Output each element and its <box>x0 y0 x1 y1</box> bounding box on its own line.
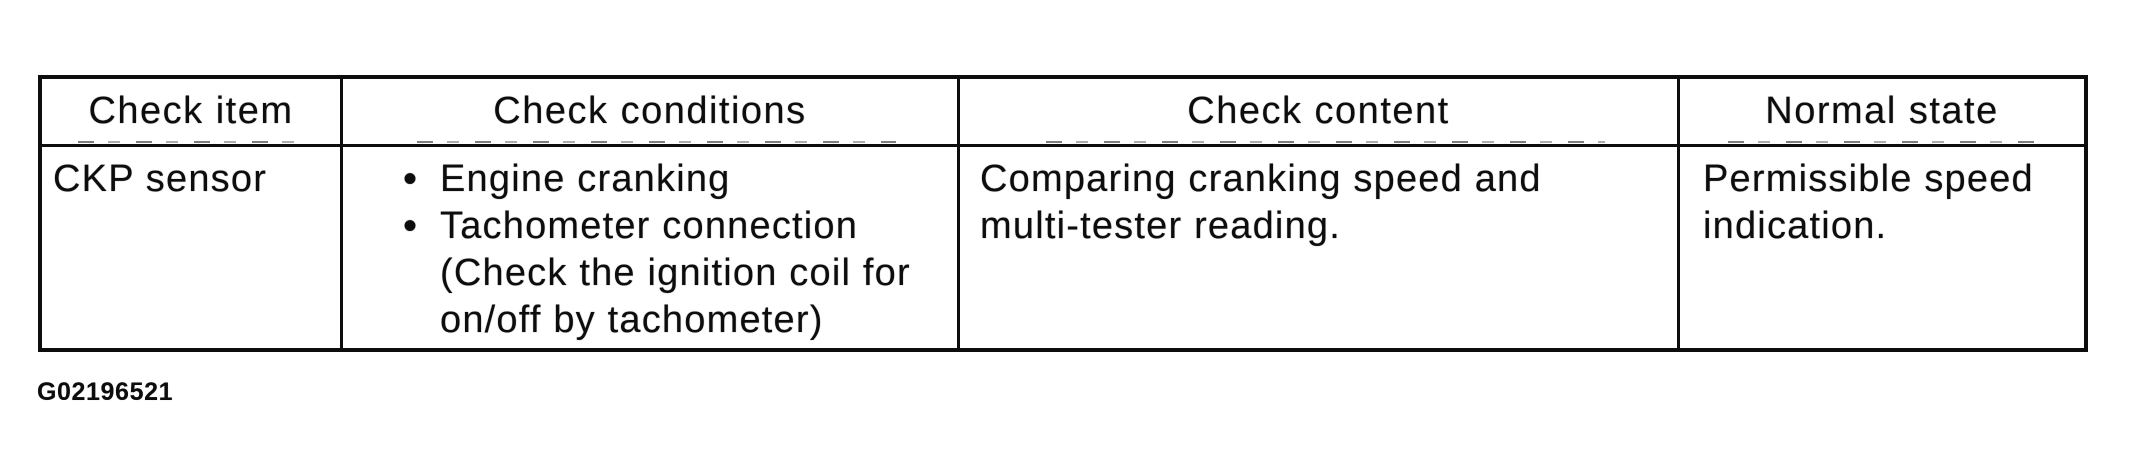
check-item-value: CKP sensor <box>53 158 268 200</box>
condition-text: Tachometer connection (Check the ignitio… <box>440 205 911 341</box>
bullet-icon: • <box>403 157 419 201</box>
cell-check-conditions: • Engine cranking • Tachometer connectio… <box>343 147 960 348</box>
header-cell-check-item: Check item <box>42 79 343 147</box>
normal-state-value: Permissible speed indication. <box>1703 158 2034 247</box>
header-label-normal-state: Normal state <box>1765 90 1999 132</box>
cell-check-item: CKP sensor <box>42 147 343 348</box>
condition-text: Engine cranking <box>440 158 731 200</box>
header-cell-check-conditions: Check conditions <box>343 79 960 147</box>
check-content-value: Comparing cranking speed and multi-teste… <box>980 158 1542 247</box>
cell-check-content: Comparing cranking speed and multi-teste… <box>960 147 1680 348</box>
bullet-item: • Engine cranking <box>403 156 949 203</box>
bullet-item: • Tachometer connection (Check the ignit… <box>403 203 949 344</box>
header-cell-normal-state: Normal state <box>1680 79 2084 147</box>
bullet-icon: • <box>403 204 419 248</box>
header-label-check-content: Check content <box>1187 90 1450 132</box>
figure-id: G02196521 <box>37 378 174 406</box>
check-table: Check item Check conditions Check conten… <box>38 75 2088 352</box>
cell-normal-state: Permissible speed indication. <box>1680 147 2084 348</box>
table-row: CKP sensor • Engine cranking • Tachomete… <box>42 147 2084 348</box>
header-label-check-item: Check item <box>88 90 294 132</box>
header-label-check-conditions: Check conditions <box>493 90 807 132</box>
header-row: Check item Check conditions Check conten… <box>42 79 2084 147</box>
header-cell-check-content: Check content <box>960 79 1680 147</box>
